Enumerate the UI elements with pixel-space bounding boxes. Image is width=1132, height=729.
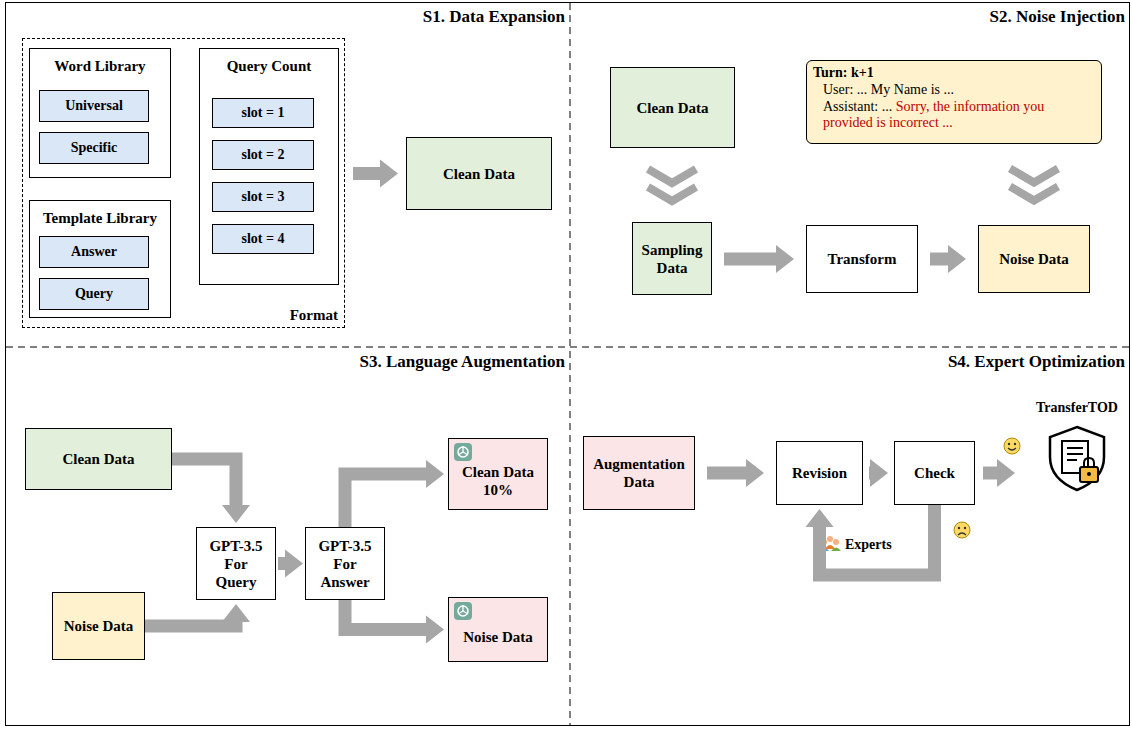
connector-arrow xyxy=(345,600,444,644)
node-text: TransferTOD xyxy=(1021,400,1132,417)
node-text: Assistant: ... xyxy=(823,99,892,114)
process-box: slot = 4 xyxy=(212,224,314,254)
process-box: Specific xyxy=(39,132,149,164)
group-box: Template LibraryAnswerQuery xyxy=(29,200,171,318)
shield-icon xyxy=(1042,423,1112,493)
divider xyxy=(570,3,571,725)
connector-arrow xyxy=(707,459,764,487)
node-text: User: ... My Name is ... xyxy=(813,82,1095,99)
output-node: TransferTOD xyxy=(1021,400,1132,516)
node-text: Clean Data xyxy=(62,450,134,468)
node-text: slot = 3 xyxy=(242,189,285,206)
process-box: Transform xyxy=(806,225,918,293)
connector-arrow xyxy=(983,459,1015,487)
group-box: Query Count slot = 1 slot = 2 slot = 3 slot … xyxy=(199,48,339,285)
process-box: slot = 2 xyxy=(212,140,314,170)
gpt-icon xyxy=(454,443,472,461)
node-text: Noise Data xyxy=(463,628,533,646)
process-box: Universal xyxy=(39,90,149,122)
process-box: Noise Data xyxy=(978,225,1090,293)
edge-label: Experts xyxy=(843,537,894,553)
node-text: Augmentation Data xyxy=(590,455,688,491)
node-text: Transform xyxy=(828,250,897,268)
process-box: GPT-3.5 For Answer xyxy=(305,527,385,600)
node-text: Specific xyxy=(71,140,118,157)
node-text: slot = 1 xyxy=(242,105,285,122)
process-box: Answer xyxy=(39,236,149,268)
node-text: slot = 4 xyxy=(242,231,285,248)
group-box: Format Word LibraryUniversalSpecificTempl… xyxy=(22,38,345,328)
connector-arrow xyxy=(345,460,444,527)
process-box: Augmentation Data xyxy=(583,436,695,510)
divider xyxy=(6,347,1129,348)
group-box: Word LibraryUniversalSpecific xyxy=(29,48,171,178)
connector-arrow xyxy=(648,169,696,201)
node-text: GPT-3.5 For Answer xyxy=(312,537,378,591)
process-box: Clean Data xyxy=(25,428,172,490)
node-text: Word Library xyxy=(30,49,170,75)
node-text: ... xyxy=(942,115,953,130)
process-box: slot = 3 xyxy=(212,182,314,212)
process-box: slot = 1 xyxy=(212,98,314,128)
process-box: Clean Data 10% xyxy=(448,438,548,510)
connector-arrow xyxy=(930,245,966,273)
section-title: S2. Noise Injection xyxy=(989,7,1125,27)
smiley-icon xyxy=(1004,438,1020,454)
section-title: S3. Language Augmentation xyxy=(360,352,565,372)
dialogue-line: Assistant: ... Sorry, the information yo… xyxy=(813,99,1095,133)
node-text: Clean Data xyxy=(443,165,515,183)
node-text: slot = 2 xyxy=(242,147,285,164)
process-box: Clean Data xyxy=(406,137,552,210)
node-text: Sampling Data xyxy=(639,241,705,277)
node-text: Noise Data xyxy=(999,250,1069,268)
section-title: S4. Expert Optimization xyxy=(948,352,1125,372)
connector-arrow xyxy=(353,160,398,188)
connector-arrow xyxy=(806,505,935,575)
connector-arrow xyxy=(724,245,794,273)
node-text: Format xyxy=(290,306,338,324)
node-text: Template Library xyxy=(30,201,170,227)
process-box: Noise Data xyxy=(448,597,548,662)
process-box: GPT-3.5 For Query xyxy=(196,527,276,600)
connector-arrow xyxy=(869,459,888,487)
node-text: GPT-3.5 For Query xyxy=(203,537,269,591)
node-text: Clean Data xyxy=(636,99,708,117)
node-text: Check xyxy=(914,464,955,482)
section-title: S1. Data Expansion xyxy=(423,7,565,27)
process-box: Check xyxy=(894,441,975,505)
gpt-icon xyxy=(454,602,472,620)
connector-arrow xyxy=(145,604,250,626)
process-box: Clean Data xyxy=(610,67,735,148)
dialogue-box: Turn: k+1User: ... My Name is ...Assista… xyxy=(806,60,1102,144)
outer-border xyxy=(6,3,1130,726)
process-box: Query xyxy=(39,278,149,310)
process-box: Sampling Data xyxy=(632,222,712,295)
connector-arrow xyxy=(1010,169,1058,201)
node-text: Query Count xyxy=(200,49,338,75)
node-text: Turn: k+1 xyxy=(813,65,1095,82)
node-text: Noise Data xyxy=(64,617,134,635)
connector-arrow xyxy=(278,550,303,578)
process-box: Noise Data xyxy=(52,592,145,660)
process-box: Revision xyxy=(776,441,863,505)
frowny-icon xyxy=(954,522,970,538)
node-text: Clean Data 10% xyxy=(455,463,541,499)
node-text: Revision xyxy=(792,464,847,482)
node-text: Universal xyxy=(65,98,123,115)
connector-arrow xyxy=(172,459,250,523)
node-text: Answer xyxy=(71,244,117,261)
node-text: Query xyxy=(75,286,113,303)
